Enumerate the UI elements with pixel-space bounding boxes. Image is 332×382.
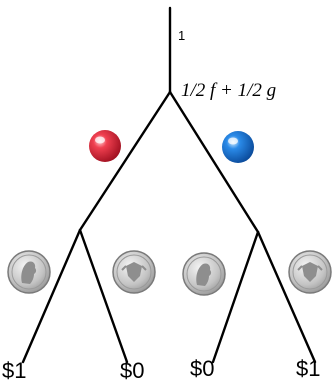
payoff-right-right: $1 xyxy=(296,356,320,381)
payoff-right-left: $0 xyxy=(190,356,214,381)
quarter-heads-icon xyxy=(7,250,51,294)
tree-branches xyxy=(21,6,317,364)
payoff-left-right: $0 xyxy=(120,358,144,382)
red-ball-icon xyxy=(89,130,121,162)
branch-left-right xyxy=(78,228,129,364)
mixture-label: 1/2 f + 1/2 g xyxy=(181,80,276,101)
branch-right xyxy=(168,90,260,234)
root-label: 1 xyxy=(178,28,185,43)
branch-right-left xyxy=(211,230,260,364)
quarter-tails-icon xyxy=(288,250,332,294)
branch-left-left xyxy=(21,228,82,364)
blue-ball-icon xyxy=(222,131,254,163)
quarter-heads-icon xyxy=(182,252,226,296)
branch-right-right xyxy=(256,230,317,364)
branch-left xyxy=(78,90,172,232)
payoff-left-left: $1 xyxy=(2,358,26,382)
quarter-tails-icon xyxy=(112,250,156,294)
